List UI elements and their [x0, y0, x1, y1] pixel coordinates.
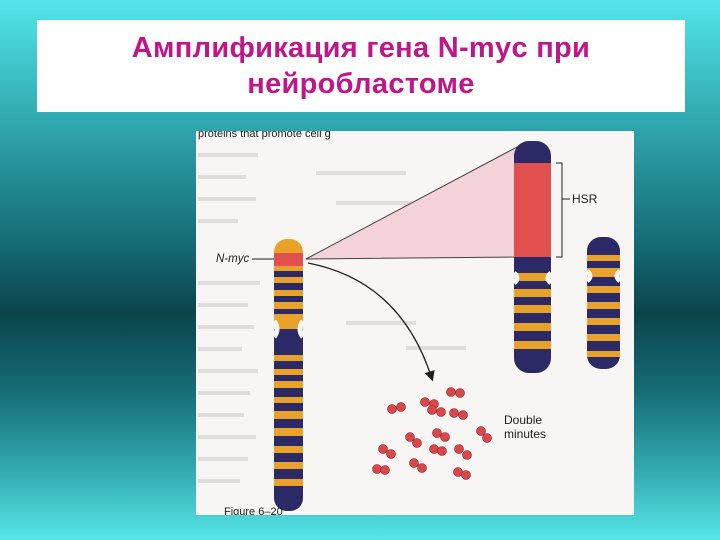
chromosome-normal [274, 239, 303, 511]
slide-title-line-1: Амплификация гена N-myc при [131, 31, 591, 64]
gene-amplification-diagram: proteins that promote cell g N-myc [198, 131, 622, 515]
textbook-figure: proteins that promote cell g N-myc [196, 131, 634, 515]
slide-title: Амплификация гена N-myc при нейробластом… [132, 30, 590, 103]
chromosome-hsr [514, 141, 551, 373]
chromosome-small [587, 237, 620, 369]
n-myc-label: N-myc [216, 253, 249, 265]
curved-arrow [307, 262, 435, 382]
top-text-fragment: proteins that promote cell g [198, 131, 331, 140]
figure-caption-fragment: Figure 6–20 [224, 506, 283, 515]
n-myc-locus-band [274, 253, 303, 266]
double-minutes [372, 387, 492, 480]
background-text-texture [198, 153, 466, 483]
hsr-bracket [556, 162, 563, 258]
hsr-label: HSR [572, 192, 598, 206]
double-minutes-label-line-2: minutes [504, 427, 546, 441]
slide-title-box: Амплификация гена N-myc при нейробластом… [37, 20, 685, 112]
slide-title-line-2: нейробластоме [247, 68, 475, 100]
double-minutes-label-line-1: Double [504, 413, 542, 427]
hsr-region [514, 163, 551, 257]
